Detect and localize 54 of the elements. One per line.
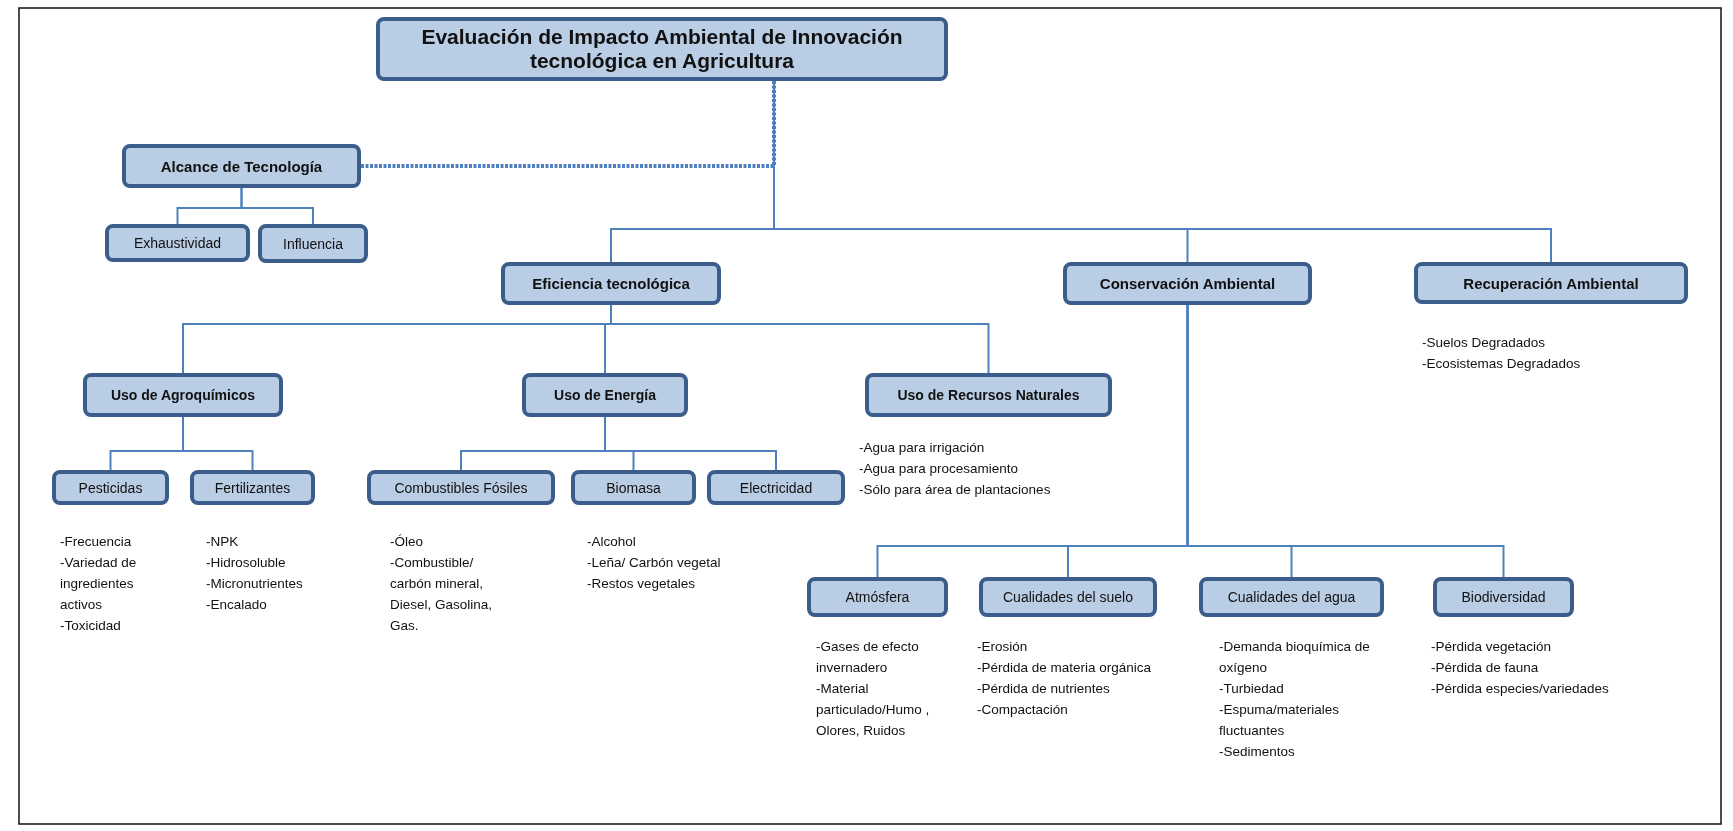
connector-line (1186, 304, 1505, 578)
bullet-item: -Agua para procesamiento (859, 460, 1020, 478)
bullet-item: -Toxicidad (60, 617, 122, 635)
connector-line (182, 416, 254, 471)
bullet-item: -Hidrosoluble (206, 554, 287, 572)
bullet-item: -Sedimentos (1219, 743, 1296, 761)
bullet-item: -Sólo para área de plantaciones (859, 481, 1052, 499)
category-box: Alcance de Tecnología (122, 144, 361, 188)
subcategory-box: Cualidades del suelo (979, 577, 1157, 617)
bullet-item: -Óleo (390, 533, 424, 551)
bullet-item: -Turbiedad (1219, 680, 1285, 698)
bullet-item: -Compactación (977, 701, 1069, 719)
bullet-item: -Gases de efecto invernadero (816, 638, 920, 677)
bullet-item: -Material particulado/Humo , Olores, Ruidos (816, 680, 931, 740)
bullet-item: -Ecosistemas Degradados (1422, 355, 1582, 373)
category-box: Recuperación Ambiental (1414, 262, 1688, 304)
category-box: Evaluación de Impacto Ambiental de Innovación tecnológica en Agricultura (376, 17, 948, 81)
bullet-item: -Erosión (977, 638, 1029, 656)
subcategory-box: Biomasa (571, 470, 696, 505)
bullet-item: -Espuma/materiales fluctuantes (1219, 701, 1341, 740)
subcategory-box: Pesticidas (52, 470, 169, 505)
bullet-item: -Suelos Degradados (1422, 334, 1547, 352)
dotted-connector (361, 81, 776, 168)
bullet-item: -Variedad de ingredientes activos (60, 554, 138, 614)
bullet-item: -Pérdida de fauna (1431, 659, 1540, 677)
bullet-item: -Leña/ Carbón vegetal (587, 554, 722, 572)
category-box: Uso de Recursos Naturales (865, 373, 1112, 417)
category-box: Uso de Energía (522, 373, 688, 417)
subcategory-box: Exhaustividad (105, 224, 250, 262)
bullet-item: -Restos vegetales (587, 575, 697, 593)
bullet-item: -NPK (206, 533, 240, 551)
category-box: Uso de Agroquímicos (83, 373, 283, 417)
bullet-item: -Frecuencia (60, 533, 133, 551)
subcategory-box: Biodiversidad (1433, 577, 1574, 617)
bullet-item: -Pérdida especies/variedades (1431, 680, 1610, 698)
subcategory-box: Cualidades del agua (1199, 577, 1384, 617)
bullet-item: -Pérdida de materia orgánica (977, 659, 1153, 677)
bullet-item: -Pérdida vegetación (1431, 638, 1553, 656)
subcategory-box: Atmósfera (807, 577, 948, 617)
bullet-item: -Pérdida de nutrientes (977, 680, 1111, 698)
bullet-item: -Combustible/ carbón mineral, Diesel, Gasolina, Gas. (390, 554, 494, 635)
subcategory-box: Combustibles Fósiles (367, 470, 555, 505)
bullet-item: -Demanda bioquímica de oxígeno (1219, 638, 1371, 677)
bullet-item: -Agua para irrigación (859, 439, 986, 457)
bullet-item: -Micronutrientes (206, 575, 304, 593)
bullet-item: -Alcohol (587, 533, 637, 551)
bullet-item: -Encalado (206, 596, 268, 614)
connector-line (604, 416, 777, 471)
subcategory-box: Influencia (258, 224, 368, 263)
category-box: Eficiencia tecnológica (501, 262, 721, 305)
category-box: Conservación Ambiental (1063, 262, 1312, 305)
subcategory-box: Electricidad (707, 470, 845, 505)
subcategory-box: Fertilizantes (190, 470, 315, 505)
connector-line (240, 187, 314, 225)
